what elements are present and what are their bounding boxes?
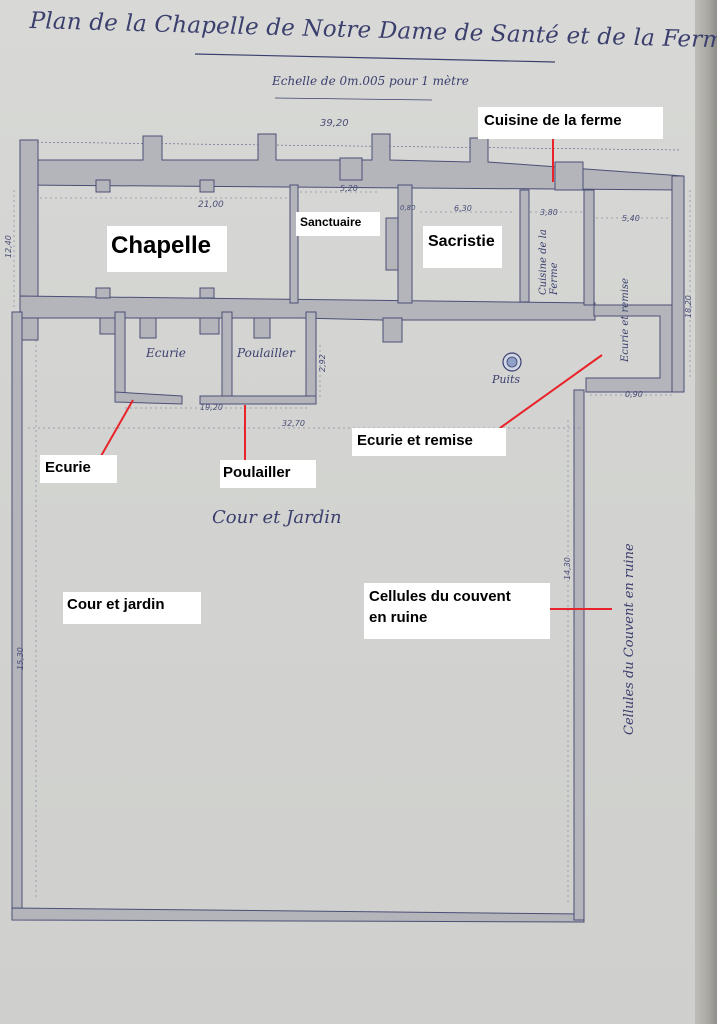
well-icon [502,352,522,372]
scale-underline [274,97,433,101]
building-walls [11,133,685,923]
title-underline [194,53,556,63]
pointer-lines [100,138,612,610]
dim-ecurie-remise-width: 5,40 [622,214,640,223]
label-cour-jardin: Cour et jardin [63,592,201,624]
hand-ecurie-remise: Ecurie et remise [620,278,631,362]
dim-court-height: 14,30 [563,557,572,580]
floor-plan [11,53,691,923]
dim-left-height: 12,40 [4,235,13,258]
label-ecurie-remise: Ecurie et remise [352,428,506,456]
paper-binding-edge [695,0,717,1024]
hand-poulailler: Poulailler [237,346,295,360]
scale-note: Echelle de 0m.005 pour 1 mètre [272,74,469,88]
hand-cuisine: Cuisine de la Ferme [538,229,560,295]
dim-right-strip: 0,90 [625,390,643,399]
dim-left-long-height: 15,30 [16,647,25,670]
dim-cuisine-width: 3,80 [540,208,558,217]
label-chapelle: Chapelle [107,226,227,272]
hand-cour: Cour et Jardin [212,507,342,528]
dim-overall-width: 39,20 [320,118,349,129]
hand-cellules: Cellules du Couvent en ruine [622,543,637,735]
label-sanctuaire: Sanctuaire [296,212,380,236]
dim-annex-width: 19,20 [200,403,223,412]
label-cellules: Cellules du couvent en ruine [364,583,550,639]
hand-ecurie: Ecurie [146,346,186,360]
dim-sacristie-width: 6,30 [454,204,472,213]
dimension-line-top [24,141,681,151]
dim-wall: 0,80 [400,204,416,212]
label-cellules-line1: Cellules du couvent [369,588,511,605]
label-cellules-line2: en ruine [369,609,428,626]
dim-small-height: 2,92 [318,354,327,372]
label-sacristie: Sacristie [423,226,502,268]
dim-right-height: 18,20 [684,295,693,318]
dim-court-width: 32,70 [282,419,305,428]
label-ecurie: Ecurie [40,455,117,483]
label-poulailler: Poulailler [220,460,316,488]
dim-chapelle-length: 21,00 [198,200,224,210]
wall-nibs [95,157,584,299]
dim-sanctuaire-width: 5,20 [340,184,358,193]
hand-puits: Puits [492,373,521,386]
label-cuisine-ferme: Cuisine de la ferme [478,107,663,139]
axis-lines [13,190,691,905]
